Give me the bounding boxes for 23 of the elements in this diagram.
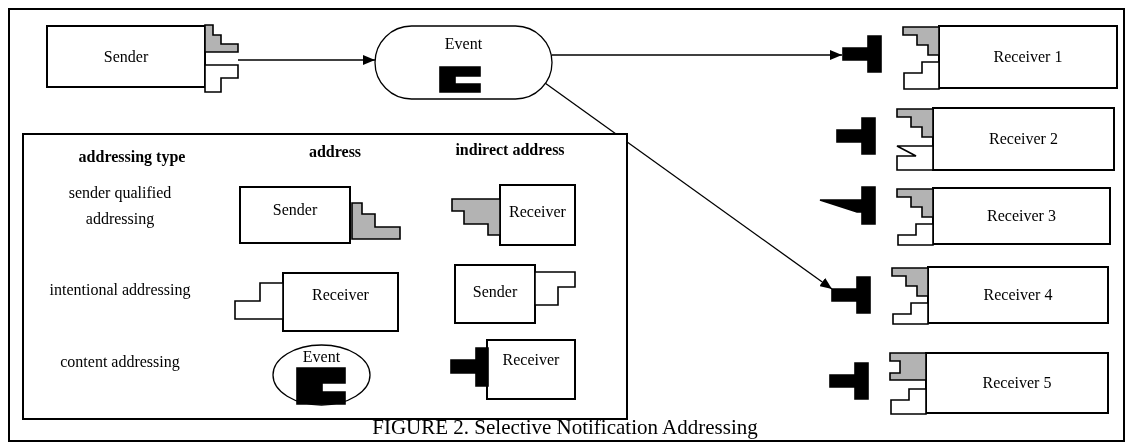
arrow <box>237 55 376 65</box>
node-label: Receiver <box>509 202 566 222</box>
node-label: Event <box>302 347 341 367</box>
node-label: Receiver 2 <box>989 129 1058 149</box>
node-label: Sender <box>103 47 149 67</box>
column-header: indirect address <box>455 140 565 161</box>
node-label: Receiver 1 <box>993 47 1063 67</box>
legend-panel <box>22 133 628 420</box>
row-label: content addressing <box>59 352 181 373</box>
node-label: Receiver 4 <box>983 285 1053 305</box>
column-header: address <box>308 142 362 163</box>
row-label: intentional addressing <box>48 280 192 301</box>
arrow <box>544 82 833 290</box>
node-label: Receiver <box>502 350 560 370</box>
column-header: addressing type <box>78 147 186 168</box>
node-label: Event <box>444 34 483 54</box>
figure-caption: FIGURE 2. Selective Notification Addressing <box>372 415 758 441</box>
node-label: Sender <box>272 200 318 220</box>
row-label: sender qualified addressing <box>67 183 173 230</box>
node-label: Receiver 3 <box>987 206 1056 226</box>
node-label: Receiver 5 <box>982 373 1052 393</box>
node-label: Sender <box>472 282 518 302</box>
node-label: Receiver <box>312 285 369 305</box>
